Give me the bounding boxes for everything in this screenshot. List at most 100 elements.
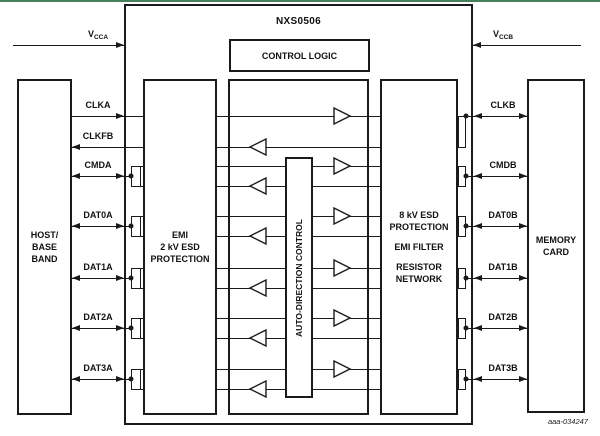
buffer-right-clk-icon	[332, 106, 352, 126]
buffer-left-dat0-icon	[248, 226, 268, 246]
wire-vccb	[473, 45, 581, 47]
arrowhead-dat1a-left-icon	[72, 275, 80, 281]
arrowhead-dat2b-left-icon	[474, 325, 482, 331]
control-logic-box: CONTROL LOGIC	[229, 39, 370, 72]
emi-label-line: 2 kV ESD	[160, 242, 200, 252]
dat1b-label: DAT1B	[488, 262, 518, 272]
junction-dot-cmdb	[463, 173, 469, 179]
arrowhead-dat3b-right-icon	[519, 376, 527, 382]
arrowhead-clkb-left-icon	[474, 113, 482, 119]
dat2b-label: DAT2B	[488, 312, 518, 322]
junction-dot-clkb	[463, 113, 469, 119]
wire-clka	[72, 116, 458, 118]
dat0a-label: DAT0A	[83, 210, 113, 220]
figure-id: aaa-034247	[547, 417, 588, 426]
junction-dot-dat2b	[463, 325, 469, 331]
emi-label-line: EMI	[171, 230, 188, 240]
cmdb-label: CMDB	[489, 160, 517, 170]
host-label-line: BAND	[31, 254, 58, 264]
wire-cmdb-ext	[466, 176, 527, 178]
host-baseband-box: HOST/ BASE BAND	[17, 79, 72, 415]
host-label-line: BASE	[31, 242, 57, 252]
nxs0506-outer-box	[124, 4, 473, 425]
chip-title: NXS0506	[276, 16, 321, 27]
buffer-right-dat1-icon	[332, 258, 352, 278]
clka-label: CLKA	[85, 100, 111, 110]
wire-dat0b-ext	[466, 226, 527, 228]
memory-label-line: MEMORY	[535, 235, 577, 245]
arrowhead-cmda-left-icon	[72, 173, 80, 179]
buffer-left-dat3-icon	[248, 379, 268, 399]
esd8-label-line: PROTECTION	[389, 222, 449, 232]
wire-clkb	[466, 116, 527, 118]
arrowhead-dat0a-right-icon	[116, 223, 124, 229]
arrowhead-clkfb-icon	[72, 144, 80, 150]
buffer-right-dat2-icon	[332, 308, 352, 328]
junction-dot-dat2a	[128, 325, 134, 331]
buffer-left-dat1-icon	[248, 278, 268, 298]
arrowhead-dat2a-left-icon	[72, 325, 80, 331]
memory-card-box: MEMORY CARD	[527, 79, 585, 413]
junction-dot-dat0b	[463, 223, 469, 229]
buffer-right-dat3-icon	[332, 359, 352, 379]
buffer-right-cmd-icon	[332, 156, 352, 176]
arrowhead-vcca-icon	[116, 42, 124, 48]
wire-dat2a-ext	[72, 328, 132, 330]
buffer-array-box	[228, 79, 369, 415]
arrowhead-cmdb-right-icon	[519, 173, 527, 179]
arrowhead-dat3a-right-icon	[116, 376, 124, 382]
esd8kv-filter-box: 8 kV ESD PROTECTION EMI FILTER RESISTOR …	[380, 79, 458, 415]
wire-dat3a-ext	[72, 379, 132, 381]
wire-dat3b-ext	[466, 379, 527, 381]
vccb-label: VCCB	[492, 29, 514, 41]
wire-dat0a-ext	[72, 226, 132, 228]
clkb-label: CLKB	[490, 100, 516, 110]
dat3b-label: DAT3B	[488, 363, 518, 373]
memory-label-line: CARD	[543, 247, 569, 257]
arrowhead-dat1a-right-icon	[116, 275, 124, 281]
buffer-left-clkfb-icon	[248, 137, 268, 157]
arrowhead-cmda-right-icon	[116, 173, 124, 179]
auto-direction-control-label: AUTO-DIRECTION CONTROL	[294, 218, 304, 337]
emi-esd2kv-box: EMI 2 kV ESD PROTECTION	[143, 79, 217, 415]
arrowhead-dat2a-right-icon	[116, 325, 124, 331]
dat3a-label: DAT3A	[83, 363, 113, 373]
arrowhead-cmdb-left-icon	[474, 173, 482, 179]
junction-dot-dat3b	[463, 376, 469, 382]
esd8-label-line: RESISTOR	[396, 262, 442, 272]
arrowhead-dat2b-right-icon	[519, 325, 527, 331]
arrowhead-clkb-right-icon	[519, 113, 527, 119]
arrowhead-dat0a-left-icon	[72, 223, 80, 229]
clkfb-label: CLKFB	[82, 131, 114, 141]
wire-cmda-ext	[72, 176, 132, 178]
auto-direction-control-box: AUTO-DIRECTION CONTROL	[285, 157, 313, 398]
esd8-label-line: 8 kV ESD	[399, 210, 439, 220]
buffer-left-dat2-icon	[248, 328, 268, 348]
host-label-line: HOST/	[30, 230, 59, 240]
accent-bar	[0, 0, 600, 2]
junction-dot-dat1b	[463, 275, 469, 281]
arrowhead-dat1b-right-icon	[519, 275, 527, 281]
cmda-label: CMDA	[84, 160, 112, 170]
emi-label-line: PROTECTION	[150, 254, 210, 264]
junction-dot-dat3a	[128, 376, 134, 382]
stub-clkb-right	[458, 116, 466, 148]
arrowhead-clka-icon	[116, 113, 124, 119]
buffer-right-dat0-icon	[332, 206, 352, 226]
arrowhead-dat0b-left-icon	[474, 223, 482, 229]
arrowhead-dat1b-left-icon	[474, 275, 482, 281]
vcca-label: VCCA	[87, 29, 109, 41]
control-logic-label: CONTROL LOGIC	[261, 50, 338, 61]
buffer-left-cmd-icon	[248, 176, 268, 196]
esd8-label-line: EMI FILTER	[394, 242, 444, 252]
wire-dat2b-ext	[466, 328, 527, 330]
dat1a-label: DAT1A	[83, 262, 113, 272]
dat2a-label: DAT2A	[83, 312, 113, 322]
junction-dot-cmda	[128, 173, 134, 179]
wire-dat1b-ext	[466, 278, 527, 280]
esd8-label-line: NETWORK	[395, 274, 443, 284]
wire-dat1a-ext	[72, 278, 132, 280]
arrowhead-vccb-icon	[473, 42, 481, 48]
dat0b-label: DAT0B	[488, 210, 518, 220]
junction-dot-dat0a	[128, 223, 134, 229]
